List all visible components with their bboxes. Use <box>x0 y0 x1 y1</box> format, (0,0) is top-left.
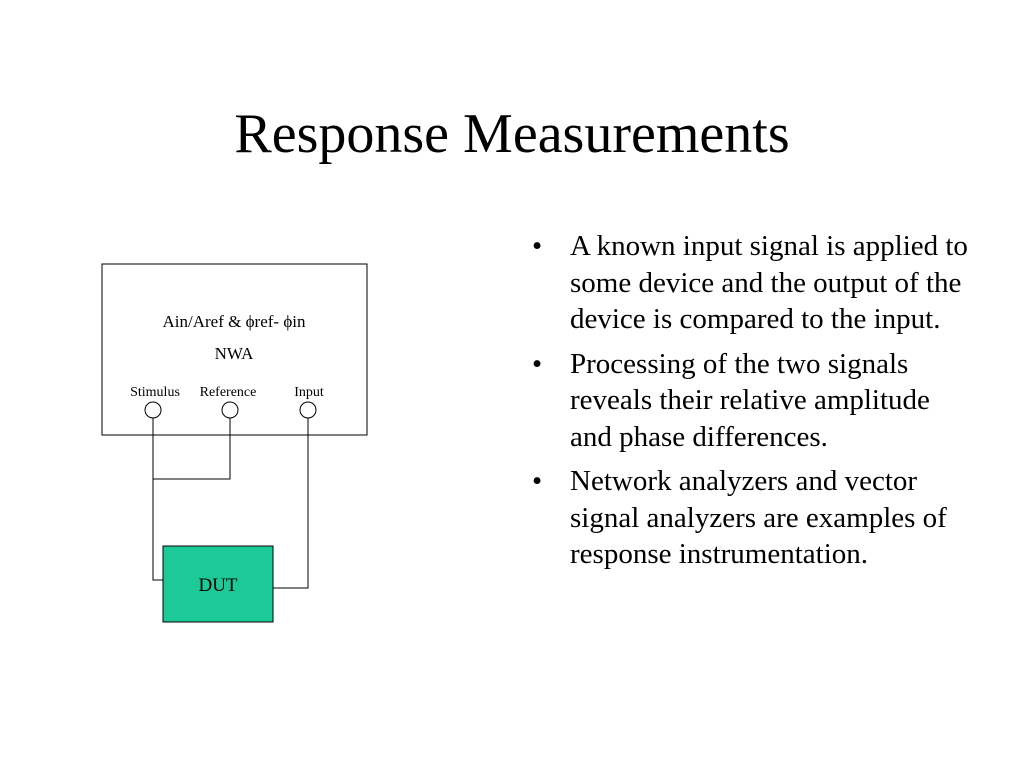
bullet-item: • A known input signal is applied to som… <box>528 228 968 338</box>
reference-port-label: Reference <box>200 385 257 400</box>
bullet-item: • Network analyzers and vector signal an… <box>528 463 968 573</box>
bullet-marker: • <box>532 230 543 262</box>
stimulus-port-label: Stimulus <box>130 385 180 400</box>
stimulus-reference-wire <box>152 418 231 480</box>
stimulus-to-dut-wire <box>152 479 163 581</box>
bullet-item: • Processing of the two signals reveals … <box>528 346 968 456</box>
bullet-text: Processing of the two signals reveals th… <box>570 347 930 453</box>
dut-box <box>162 545 274 623</box>
bullet-text: A known input signal is applied to some … <box>570 230 968 335</box>
input-port-connector <box>299 401 317 419</box>
input-port-label: Input <box>294 385 324 400</box>
slide-title: Response Measurements <box>234 103 790 165</box>
dut-to-input-wire <box>273 418 309 589</box>
bullet-marker: • <box>532 347 543 380</box>
stimulus-port-connector <box>144 401 162 419</box>
bullet-list: • A known input signal is applied to som… <box>528 228 968 581</box>
bullet-text: Network analyzers and vector signal anal… <box>570 465 947 570</box>
dut-label: DUT <box>198 575 237 596</box>
instrument-name-label: NWA <box>215 344 254 363</box>
instrument-measurement-label: Ain/Aref & ϕref- ϕin <box>163 312 306 331</box>
reference-port-connector <box>221 401 239 419</box>
bullet-marker: • <box>532 465 543 497</box>
